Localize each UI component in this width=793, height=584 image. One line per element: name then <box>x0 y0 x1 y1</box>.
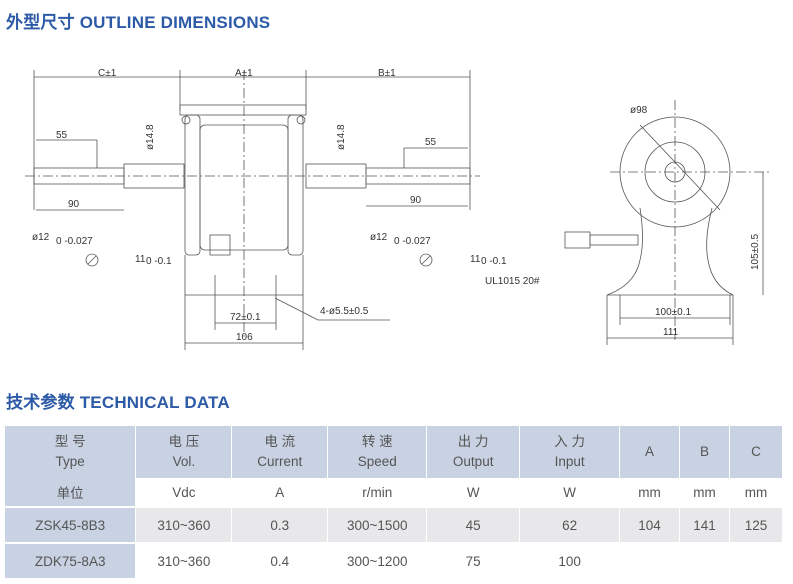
header-b: B <box>679 426 730 478</box>
unit-cell: Vdc <box>135 478 233 508</box>
table-cell: 0.3 <box>231 507 329 544</box>
side-height: 105±0.5 <box>750 233 761 270</box>
foot-width: 111 <box>663 327 679 338</box>
header-c: C <box>729 426 784 478</box>
outline-drawing: C±1 A±1 B±1 55 55 90 90 ø14.8 ø14.8 72±0… <box>25 68 770 350</box>
right-shaft-diameter: ø12 <box>370 232 388 243</box>
dim-mounting-holes: 4-ø5.5±0.5 <box>320 306 369 317</box>
left-flat-tolerance: 0 -0.1 <box>146 256 172 267</box>
foot-spacing: 100±0.1 <box>655 307 692 318</box>
table-cell: ZDK75-8A3 <box>5 543 137 580</box>
dim-right-diameter: ø14.8 <box>336 124 347 150</box>
table-row: ZSK45-8B3 310~360 0.3 300~1500 45 62 104… <box>5 507 784 544</box>
outline-dimensions-title: 外型尺寸 OUTLINE DIMENSIONS <box>6 13 271 32</box>
table-cell <box>679 543 730 580</box>
dim-hole-spacing: 72±0.1 <box>230 312 261 323</box>
dim-c: C±1 <box>98 68 117 79</box>
left-shaft-diameter: ø12 <box>32 232 50 243</box>
dim-left-55: 55 <box>56 130 68 141</box>
dim-right-90: 90 <box>410 195 422 206</box>
table-cell: 125 <box>729 507 784 544</box>
unit-cell: mm <box>619 478 681 508</box>
table-cell: 300~1500 <box>327 507 428 544</box>
dim-left-diameter: ø14.8 <box>145 124 156 150</box>
unit-cell: W <box>519 478 621 508</box>
dim-left-90: 90 <box>68 199 80 210</box>
side-diameter: ø98 <box>630 105 648 116</box>
dim-base-width: 106 <box>236 332 253 343</box>
left-flat: 11 <box>135 254 146 265</box>
right-flat-tolerance: 0 -0.1 <box>481 256 507 267</box>
dim-b: B±1 <box>378 68 396 79</box>
table-cell <box>619 543 681 580</box>
unit-cell: r/min <box>327 478 428 508</box>
table-cell: 100 <box>519 543 621 580</box>
unit-cell: W <box>426 478 521 508</box>
unit-cell: A <box>231 478 329 508</box>
dim-right-55: 55 <box>425 137 437 148</box>
technical-data-title: 技术参数 TECHNICAL DATA <box>6 393 230 412</box>
table-cell: 300~1200 <box>327 543 428 580</box>
table-cell: 141 <box>679 507 730 544</box>
table-cell: 104 <box>619 507 681 544</box>
table-cell: 62 <box>519 507 621 544</box>
table-cell: 75 <box>426 543 521 580</box>
unit-cell: 单位 <box>5 478 137 508</box>
table-row: ZDK75-8A3 310~360 0.4 300~1200 75 100 <box>5 543 784 580</box>
right-shaft-tolerance: 0 -0.027 <box>394 236 431 247</box>
table-cell: 310~360 <box>135 543 233 580</box>
table-cell: 45 <box>426 507 521 544</box>
table-cell: 0.4 <box>231 543 329 580</box>
header-a: A <box>619 426 681 478</box>
table-cell: 310~360 <box>135 507 233 544</box>
wire-spec: UL1015 20# <box>485 276 540 287</box>
unit-cell: mm <box>679 478 730 508</box>
right-flat: 11 <box>470 254 481 265</box>
table-cell <box>729 543 784 580</box>
left-shaft-tolerance: 0 -0.027 <box>56 236 93 247</box>
units-row: 单位 Vdc A r/min W W mm mm mm <box>5 478 784 508</box>
unit-cell: mm <box>729 478 784 508</box>
table-cell: ZSK45-8B3 <box>5 507 137 544</box>
